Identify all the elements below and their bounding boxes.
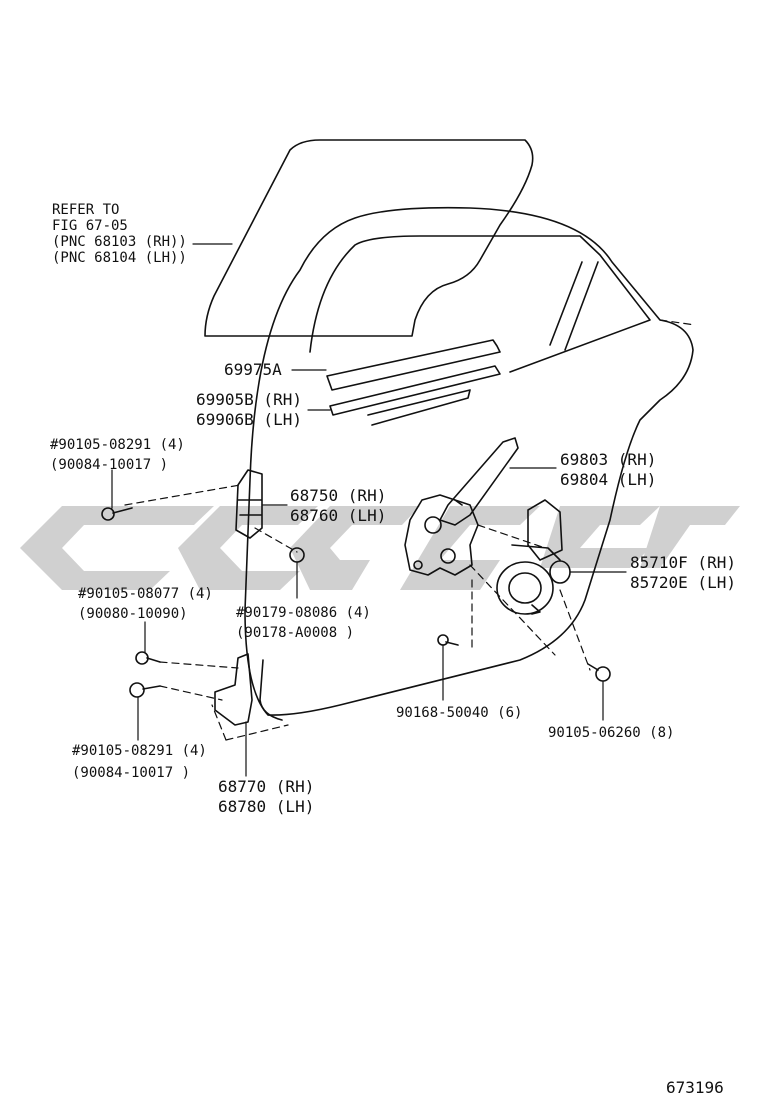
label-69975A: 69975A (224, 360, 282, 379)
figure-number: 673196 (666, 1078, 724, 1097)
belt-moulding-outer (326, 339, 501, 391)
door-frame-outline (244, 206, 694, 716)
label-68750: 68750 (RH)68760 (LH) (290, 486, 387, 525)
label-bolt-right: 90105-06260 (8) (548, 725, 675, 741)
label-bolt-top: #90105-08291 (4)(90084-10017 ) (50, 437, 185, 473)
phantom-lines (124, 319, 696, 741)
regulator-base-plate (404, 494, 479, 576)
door-frame-inner (309, 235, 651, 373)
regulator-motor (527, 499, 563, 561)
belt-moulding-inner (329, 365, 501, 426)
label-68770: 68770 (RH)68780 (LH) (218, 777, 315, 816)
label-85710F: 85710F (RH)85720E (LH) (630, 553, 736, 592)
label-bolt-mid: #90105-08077 (4)(90080-10090) (78, 586, 213, 622)
lower-hinge (214, 653, 253, 726)
leader-lines (111, 243, 627, 777)
door-glass-outline (204, 139, 534, 337)
door-lower-edge (259, 659, 283, 721)
watermark-logo (20, 506, 740, 590)
label-nut-mid: #90179-08086 (4)(90178-A0008 ) (236, 605, 371, 641)
upper-hinge (235, 469, 263, 539)
label-bolt-bottom: #90105-08291 (4)(90084-10017 ) (72, 743, 207, 781)
label-69905B: 69905B (RH)69906B (LH) (196, 390, 302, 429)
label-69803: 69803 (RH)69804 (LH) (560, 450, 657, 489)
door-pillar (549, 261, 599, 351)
label-bolt-center: 90168-50040 (6) (396, 705, 523, 721)
